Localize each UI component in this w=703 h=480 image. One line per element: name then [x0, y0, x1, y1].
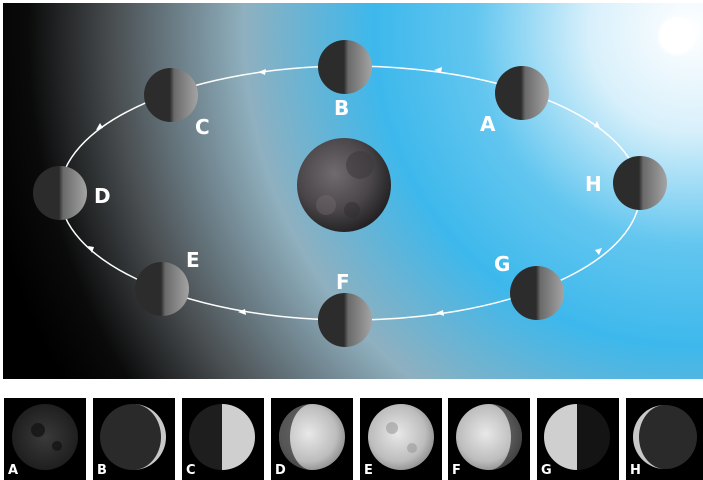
phase-label-b: B: [97, 463, 107, 478]
phase-thumbnail-h: H: [626, 398, 703, 480]
orbit-label-f: F: [336, 270, 350, 294]
orbit-label-d: D: [94, 184, 111, 208]
moon-position-f: [318, 293, 372, 347]
orbit-direction-arrows: [88, 67, 602, 316]
sun-icon: [656, 15, 698, 57]
phase-thumbnail-c: C: [182, 398, 264, 480]
arrow-icon: [96, 123, 103, 130]
moon-position-d: [33, 166, 87, 220]
moon-position-g: [510, 266, 564, 320]
moon-position-e: [135, 262, 189, 316]
orbit-label-a: A: [480, 112, 496, 136]
earth-icon: [297, 138, 391, 232]
moon-position-c: [144, 68, 198, 122]
phase-label-a: A: [8, 463, 18, 478]
moon-position-b: [318, 40, 372, 94]
phase-thumbnail-b: B: [93, 398, 175, 480]
phase-label-c: C: [186, 463, 196, 478]
orbit-label-g: G: [494, 252, 510, 276]
moon-position-h: [613, 156, 667, 210]
phase-label-e: E: [364, 463, 373, 478]
arrow-icon: [88, 246, 94, 253]
phase-thumbnail-d: D: [271, 398, 353, 480]
arrow-icon: [594, 121, 600, 128]
phase-thumbnails-row: A B C D E: [4, 398, 703, 480]
orbit-label-c: C: [195, 115, 210, 139]
arrow-icon: [436, 310, 444, 316]
phase-label-h: H: [630, 463, 641, 478]
arrow-icon: [258, 69, 266, 75]
moon-position-a: [495, 66, 549, 120]
phase-label-d: D: [275, 463, 286, 478]
arrow-icon: [238, 309, 246, 315]
phase-thumbnail-g: G: [537, 398, 619, 480]
orbit-label-h: H: [585, 172, 602, 196]
phase-label-f: F: [452, 463, 461, 478]
arrow-icon: [434, 67, 442, 73]
orbit-label-e: E: [186, 248, 200, 272]
arrow-icon: [595, 248, 602, 255]
phase-thumbnail-f: F: [448, 398, 530, 480]
phase-thumbnail-a: A: [4, 398, 86, 480]
phase-label-g: G: [541, 463, 552, 478]
phase-thumbnail-e: E: [360, 398, 442, 480]
orbit-label-b: B: [334, 96, 349, 120]
